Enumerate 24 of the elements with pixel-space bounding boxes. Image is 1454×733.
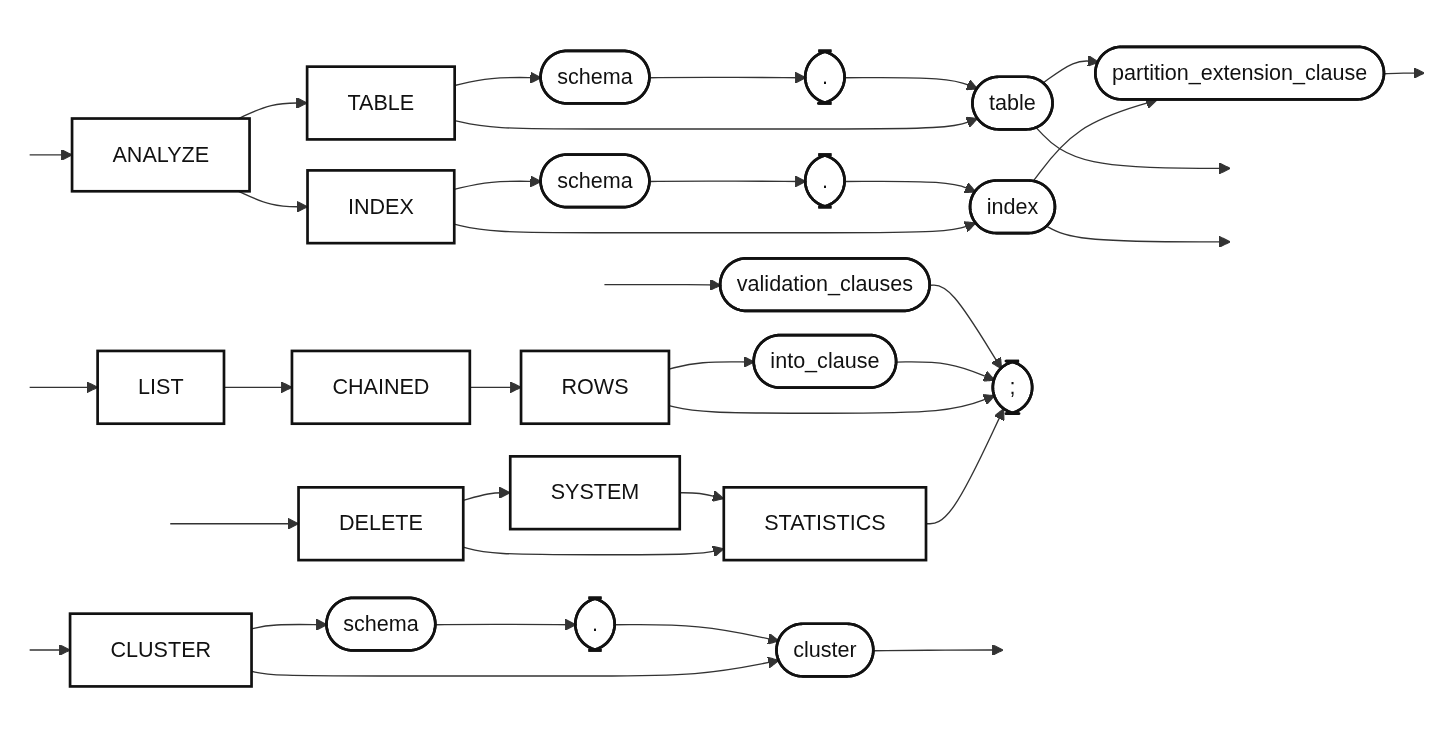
arrow — [929, 284, 1003, 370]
arrow — [1042, 54, 1100, 84]
node-box: INDEX — [306, 168, 456, 245]
node-box: ANALYZE — [70, 117, 251, 193]
node-box: LIST — [96, 349, 226, 425]
node-box: TABLE — [305, 65, 456, 141]
arrow — [844, 76, 979, 91]
arrow — [844, 180, 977, 194]
node-box: STATISTICS — [722, 485, 928, 562]
arrow — [1035, 127, 1231, 175]
arrow — [1383, 67, 1425, 79]
node-box: CLUSTER — [68, 612, 253, 688]
arrow — [896, 361, 996, 382]
arrow — [469, 381, 522, 394]
node-box: ROWS — [519, 349, 671, 425]
arrow — [28, 644, 71, 656]
node-box: DELETE — [297, 485, 465, 562]
arrow — [28, 148, 73, 161]
node-box: SYSTEM — [508, 454, 682, 531]
arrow — [1046, 225, 1231, 248]
arrow — [873, 644, 1004, 656]
arrow — [668, 393, 996, 414]
arrow — [454, 116, 979, 130]
node-box: CHAINED — [290, 349, 472, 425]
